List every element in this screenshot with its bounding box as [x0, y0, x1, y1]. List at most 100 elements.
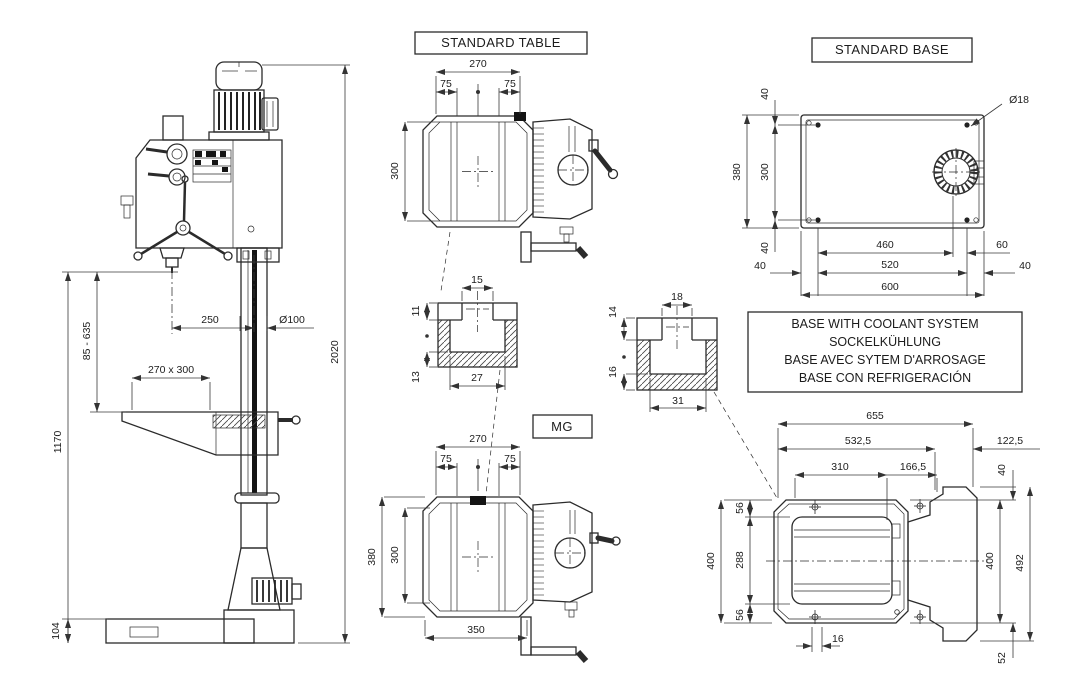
coolant-tank-opening [791, 516, 893, 605]
dim-coolant-tank-depth: 492 [1014, 554, 1026, 572]
mg-lock-lever [595, 535, 615, 544]
table-lock-lever [592, 148, 613, 173]
dim-spindle-to-column: 250 [201, 314, 219, 326]
dim-tslot-bottom-width: 27 [471, 372, 483, 384]
dim-slot-right: 75 [504, 78, 516, 90]
dim-tslot-web-depth: 13 [410, 371, 422, 383]
spindle-cover [162, 115, 184, 141]
base-tslot-detail: 18 14 16 31 [607, 291, 778, 499]
table-outline [422, 115, 534, 228]
dim-height-max: 1170 [52, 431, 64, 454]
coolant-tank-outline [907, 486, 978, 642]
dim-mg-slot-left: 75 [440, 453, 452, 465]
dim-coolant-plate-width: 532,5 [845, 435, 871, 447]
dim-base-tslot-web-depth: 16 [607, 366, 619, 378]
dim-table-size: 270 x 300 [148, 364, 194, 376]
dim-mg-slot-right: 75 [504, 453, 516, 465]
dim-base-circle-to-hole: 60 [996, 239, 1008, 251]
column-foot [227, 547, 281, 611]
dim-coolant-edge-to-slot-bottom: 56 [734, 609, 746, 621]
coolant-pump [251, 577, 293, 605]
note-line-de: SOCKELKÜHLUNG [829, 335, 941, 349]
dim-coolant-plate-depth-right: 400 [984, 552, 996, 570]
motor-fins [213, 89, 265, 133]
mount-hole [964, 217, 970, 223]
dim-coolant-slot-width: 16 [832, 633, 844, 645]
dim-slot-left: 75 [440, 78, 452, 90]
dim-tslot-lip-depth: 11 [410, 305, 422, 316]
coolant-plate-outline [773, 499, 909, 624]
standard-base-title-box [811, 37, 973, 63]
base-plate [105, 618, 255, 644]
dim-coolant-overall-width: 655 [866, 410, 884, 422]
mount-hole [964, 122, 970, 128]
column-rack [252, 250, 257, 493]
dim-hole-dia: Ø18 [1009, 94, 1029, 106]
dim-base-tslot-bottom-width: 31 [672, 395, 684, 407]
mg-title: MG [551, 419, 573, 434]
dim-mg-outer-depth: 380 [366, 548, 378, 566]
dim-base-tslot-lip-depth: 14 [607, 306, 619, 318]
base-block [223, 609, 295, 644]
dim-table-depth: 300 [389, 162, 401, 180]
dim-base-hole-spacing-v: 300 [759, 163, 771, 181]
table-bracket [532, 118, 593, 220]
standard-table-view: STANDARD TABLE 270 75 [389, 31, 619, 292]
feed-handwheel-hub [175, 220, 191, 236]
mg-coolant-pipe [520, 616, 532, 656]
dim-coolant-edge-to-slot-top: 56 [734, 502, 746, 514]
dim-coolant-slot-span: 310 [831, 461, 849, 473]
dim-coolant-tank-top-offset: 40 [996, 464, 1008, 476]
dim-column-diameter: Ø100 [279, 314, 305, 326]
table-tslot-detail: 15 11 13 27 [410, 274, 518, 495]
dim-mg-overall-width: 350 [467, 624, 485, 636]
dim-base-hole-spacing-h: 520 [881, 259, 899, 271]
coolant-note-box: BASE WITH COOLANT SYSTEM SOCKELKÜHLUNG B… [747, 311, 1023, 393]
mount-hole [815, 122, 821, 128]
dim-tslot-top-width: 15 [471, 274, 483, 286]
mg-table-outline [422, 496, 534, 618]
dim-base-height: 104 [50, 622, 62, 640]
slot-position-markers [809, 499, 926, 624]
dim-coolant-slot-to-tank: 166,5 [900, 461, 926, 473]
dim-base-depth: 380 [731, 163, 743, 181]
dim-coolant-slot-spacing-v: 288 [734, 551, 746, 569]
dim-overall-height: 2020 [329, 340, 341, 364]
dim-coolant-tank-bottom-offset: 52 [996, 652, 1008, 664]
dim-base-left-margin: 40 [754, 260, 766, 272]
standard-table-title-box [414, 31, 588, 55]
dim-mg-inner-depth: 300 [389, 546, 401, 564]
mg-bracket [532, 501, 593, 603]
standard-base-title: STANDARD BASE [835, 42, 949, 57]
mount-hole [815, 217, 821, 223]
dim-coolant-tank-width: 122,5 [997, 435, 1023, 447]
dim-base-top-margin: 40 [759, 88, 771, 100]
table-arm [121, 411, 279, 456]
speed-knob [166, 143, 188, 165]
dim-base-to-circle: 460 [876, 239, 894, 251]
dim-table-travel: 85 - 635 [81, 322, 93, 361]
dim-mg-width: 270 [469, 433, 487, 445]
dim-base-tslot-top-width: 18 [671, 291, 683, 303]
standard-base-view: STANDARD BASE Ø18 380 40 300 40 460 [731, 37, 1031, 298]
table-clamp-handle [291, 415, 301, 425]
table-clamp-bolt [514, 112, 526, 121]
dim-base-bottom-margin: 40 [759, 242, 771, 254]
dim-table-width: 270 [469, 58, 487, 70]
side-view: 2020 1170 85 - 635 104 250 Ø100 270 x 30… [50, 61, 350, 644]
standard-table-title: STANDARD TABLE [441, 35, 561, 50]
mg-title-box [532, 414, 593, 439]
note-frame [747, 311, 1023, 393]
mg-view: MG 270 75 75 [366, 414, 621, 663]
dim-coolant-plate-depth-left: 400 [705, 552, 717, 570]
head-housing [135, 139, 283, 249]
mg-slot-cover [470, 496, 486, 505]
motor-junction-box [261, 97, 279, 131]
dim-base-width: 600 [881, 281, 899, 293]
note-line-fr: BASE AVEC SYTEM D'ARROSAGE [784, 353, 986, 367]
coolant-pipe [520, 231, 532, 263]
chuck [159, 247, 185, 259]
note-line-en: BASE WITH COOLANT SYSTEM [791, 317, 978, 331]
